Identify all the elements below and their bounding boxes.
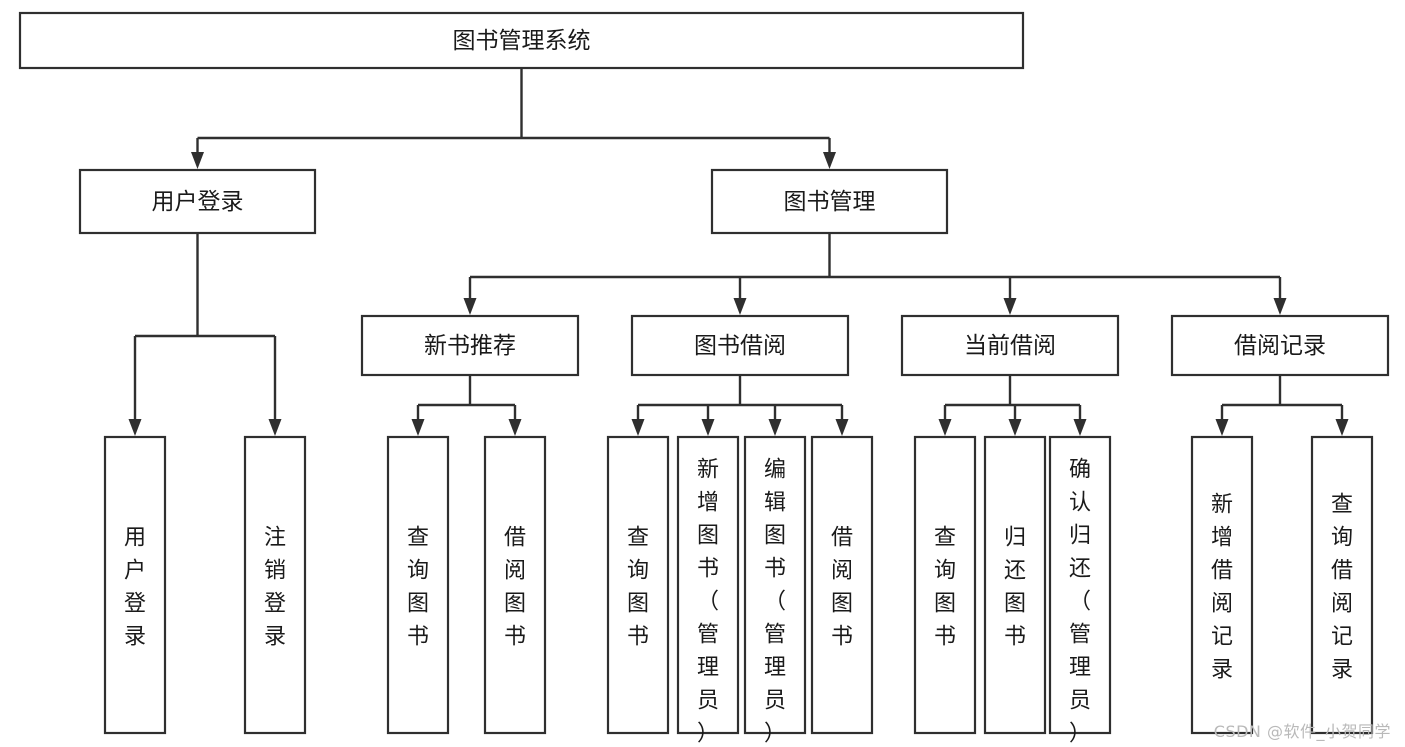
node-label: 编辑图书（管理员） xyxy=(764,458,786,747)
connector-group-book-manage xyxy=(463,233,1287,315)
arrow-head-icon xyxy=(1215,419,1229,436)
watermark-label: CSDN @软件_小贺同学 xyxy=(1213,722,1391,741)
connector-group-user-login xyxy=(128,233,282,436)
connector-group-current-borrow xyxy=(938,375,1087,436)
node-label: 注销登录 xyxy=(264,526,286,650)
node-label: 借阅记录 xyxy=(1234,333,1326,359)
nodes-layer: 图书管理系统用户登录图书管理新书推荐图书借阅当前借阅借阅记录用户登录注销登录查询… xyxy=(18,11,1390,747)
node-leaf-query-book-3[interactable]: 查询图书 xyxy=(913,435,977,735)
node-label: 新增图书（管理员） xyxy=(697,458,719,747)
node-leaf-add-book[interactable]: 新增图书（管理员） xyxy=(676,435,740,747)
connector-group-root xyxy=(191,68,836,169)
node-leaf-borrow-book-1[interactable]: 借阅图书 xyxy=(483,435,547,735)
connector-group-new-book-rec xyxy=(411,375,522,436)
node-label: 用户登录 xyxy=(152,189,244,215)
node-leaf-edit-book[interactable]: 编辑图书（管理员） xyxy=(743,435,807,747)
node-box[interactable] xyxy=(606,435,670,735)
node-box[interactable] xyxy=(810,435,874,735)
node-label: 借阅图书 xyxy=(831,526,853,650)
node-leaf-logout[interactable]: 注销登录 xyxy=(243,435,307,735)
arrow-head-icon xyxy=(768,419,782,436)
node-leaf-add-record[interactable]: 新增借阅记录 xyxy=(1190,435,1254,735)
node-box[interactable] xyxy=(386,435,450,735)
arrow-head-icon xyxy=(938,419,952,436)
arrow-head-icon xyxy=(1003,298,1017,315)
node-box[interactable] xyxy=(900,314,1120,377)
node-box[interactable] xyxy=(18,11,1025,70)
node-label: 图书借阅 xyxy=(694,333,786,359)
node-leaf-user-login[interactable]: 用户登录 xyxy=(103,435,167,735)
node-label: 归还图书 xyxy=(1004,526,1026,650)
node-leaf-query-book-1[interactable]: 查询图书 xyxy=(386,435,450,735)
arrow-head-icon xyxy=(701,419,715,436)
node-leaf-borrow-book-2[interactable]: 借阅图书 xyxy=(810,435,874,735)
node-label: 查询图书 xyxy=(627,526,649,650)
node-label: 图书管理 xyxy=(784,189,876,215)
node-label: 当前借阅 xyxy=(964,333,1056,359)
node-box[interactable] xyxy=(983,435,1047,735)
node-box[interactable] xyxy=(913,435,977,735)
node-leaf-return-book[interactable]: 归还图书 xyxy=(983,435,1047,735)
node-label: 图书管理系统 xyxy=(453,28,591,54)
node-label: 查询图书 xyxy=(407,526,429,650)
node-book-manage[interactable]: 图书管理 xyxy=(710,168,949,235)
node-box[interactable] xyxy=(103,435,167,735)
arrow-head-icon xyxy=(631,419,645,436)
arrow-head-icon xyxy=(191,152,204,169)
arrow-head-icon xyxy=(128,419,142,436)
node-new-book-rec[interactable]: 新书推荐 xyxy=(360,314,580,377)
arrow-head-icon xyxy=(1273,298,1287,315)
connector-group-borrow-record xyxy=(1215,375,1349,436)
node-box[interactable] xyxy=(360,314,580,377)
connectors-layer xyxy=(128,68,1349,436)
arrow-head-icon xyxy=(463,298,477,315)
arrow-head-icon xyxy=(268,419,282,436)
node-label: 借阅图书 xyxy=(504,526,526,650)
node-label: 新增借阅记录 xyxy=(1211,493,1233,683)
arrow-head-icon xyxy=(411,419,425,436)
node-root[interactable]: 图书管理系统 xyxy=(18,11,1025,70)
arrow-head-icon xyxy=(733,298,747,315)
node-user-login[interactable]: 用户登录 xyxy=(78,168,317,235)
arrow-head-icon xyxy=(1073,419,1087,436)
node-box[interactable] xyxy=(676,435,740,735)
node-borrow-record[interactable]: 借阅记录 xyxy=(1170,314,1390,377)
arrow-head-icon xyxy=(1008,419,1022,436)
node-box[interactable] xyxy=(1170,314,1390,377)
node-current-borrow[interactable]: 当前借阅 xyxy=(900,314,1120,377)
node-box[interactable] xyxy=(1190,435,1254,735)
arrow-head-icon xyxy=(823,152,836,169)
node-box[interactable] xyxy=(483,435,547,735)
node-box[interactable] xyxy=(1048,435,1112,735)
arrow-head-icon xyxy=(835,419,849,436)
node-box[interactable] xyxy=(630,314,850,377)
node-box[interactable] xyxy=(1310,435,1374,735)
connector-group-book-borrow xyxy=(631,375,849,436)
node-leaf-confirm-return[interactable]: 确认归还（管理员） xyxy=(1048,435,1112,747)
node-label: 用户登录 xyxy=(124,526,146,650)
node-box[interactable] xyxy=(743,435,807,735)
node-label: 查询图书 xyxy=(934,526,956,650)
node-label: 确认归还（管理员） xyxy=(1069,458,1091,747)
node-leaf-query-book-2[interactable]: 查询图书 xyxy=(606,435,670,735)
arrow-head-icon xyxy=(508,419,522,436)
arrow-head-icon xyxy=(1335,419,1349,436)
node-leaf-query-record[interactable]: 查询借阅记录 xyxy=(1310,435,1374,735)
node-box[interactable] xyxy=(710,168,949,235)
node-box[interactable] xyxy=(78,168,317,235)
node-book-borrow[interactable]: 图书借阅 xyxy=(630,314,850,377)
node-label: 新书推荐 xyxy=(424,333,516,359)
node-label: 查询借阅记录 xyxy=(1331,493,1353,683)
node-box[interactable] xyxy=(243,435,307,735)
